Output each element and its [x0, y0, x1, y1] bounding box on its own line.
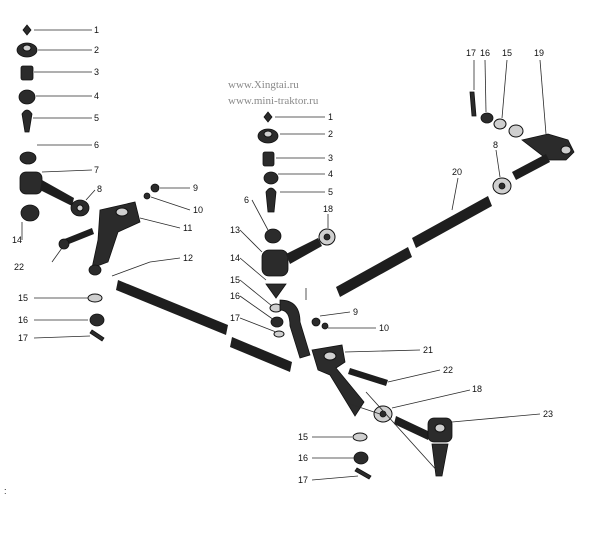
tie-rod-tube-20-b	[336, 247, 412, 297]
center-boot-lower	[265, 283, 287, 299]
right-lower-tie-rod	[373, 405, 453, 477]
left-dust-boot	[19, 151, 37, 165]
callout-center-17b: 17	[298, 475, 308, 485]
callout-right-15: 15	[502, 48, 512, 58]
callout-center-1: 1	[328, 112, 333, 122]
callout-center-3: 3	[328, 153, 333, 163]
left-tie-rod-end	[19, 171, 43, 195]
callout-left-2: 2	[94, 45, 99, 55]
callout-left-5: 5	[94, 113, 99, 123]
watermark-1: www.Xingtai.ru	[228, 79, 299, 91]
callout-left-10: 10	[193, 205, 203, 215]
left-washer-10	[143, 192, 151, 200]
callout-left-15: 15	[18, 293, 28, 303]
callout-center-14: 14	[230, 253, 240, 263]
drag-link-rod-12-b	[230, 337, 292, 372]
callout-center-22: 22	[443, 365, 453, 375]
center-nut-9	[311, 317, 321, 327]
left-washer-15	[87, 293, 103, 303]
callout-left-22: 22	[14, 262, 24, 272]
callout-left-11: 11	[183, 223, 192, 233]
center-bracket	[279, 299, 311, 359]
callout-center-18b: 18	[472, 384, 482, 394]
left-grease-fitting	[22, 24, 32, 36]
center-cotter-pin-17	[354, 467, 372, 480]
left-cotter-pin-17	[89, 329, 105, 342]
callout-left-9: 9	[193, 183, 198, 193]
callout-center-23: 23	[543, 409, 553, 419]
callout-left-14: 14	[12, 235, 22, 245]
callout-left-12: 12	[183, 253, 193, 263]
callout-center-6: 6	[244, 195, 249, 205]
upper-cotter-pin-17	[469, 91, 477, 117]
stray-mark: :	[4, 486, 7, 496]
left-callouts: 1 2 3 4 5 6 7 8 9 10 11 12 14 22 15 16 1…	[12, 25, 203, 343]
callout-center-4: 4	[328, 169, 333, 179]
callout-center-16b: 16	[298, 453, 308, 463]
upper-nut-16	[480, 112, 494, 124]
callout-center-5: 5	[328, 187, 333, 197]
watermark-2: www.mini-traktor.ru	[228, 95, 319, 107]
callout-left-17: 17	[18, 333, 28, 343]
callout-left-7: 7	[94, 165, 99, 175]
center-washer-10	[321, 322, 329, 330]
callout-left-3: 3	[94, 67, 99, 77]
callout-left-4: 4	[94, 91, 99, 101]
left-spring	[20, 65, 34, 81]
left-ball-seat	[18, 89, 36, 105]
left-nut-9	[150, 183, 160, 193]
center-ball-pin	[265, 187, 277, 213]
drag-link-rod-12-a	[116, 280, 228, 335]
center-washer-15	[352, 432, 368, 442]
left-kingpin-stack	[16, 24, 160, 342]
callout-center-21: 21	[423, 345, 433, 355]
left-boot-lower	[20, 204, 40, 222]
right-callouts: 17 16 15 19 8 20	[452, 48, 544, 177]
center-callouts: 1 2 3 4 5 6 13 18 14 15 16 17 9 10 21 22…	[230, 112, 553, 485]
center-dust-boot	[264, 228, 282, 244]
callout-center-18: 18	[323, 204, 333, 214]
callout-center-16: 16	[230, 291, 240, 301]
callout-right-20: 20	[452, 167, 462, 177]
callout-right-8: 8	[493, 140, 498, 150]
center-ball-seat	[263, 171, 279, 185]
callout-right-17: 17	[466, 48, 476, 58]
callout-left-16: 16	[18, 315, 28, 325]
center-tie-rod-end	[261, 249, 289, 277]
tie-rod-tube-20-a	[412, 196, 492, 248]
left-bolt-22	[62, 228, 94, 246]
left-nut-16	[89, 313, 105, 327]
upper-washer-15	[493, 118, 507, 130]
callout-left-1: 1	[94, 25, 99, 35]
callout-center-9: 9	[353, 307, 358, 317]
callout-right-19: 19	[534, 48, 544, 58]
callout-center-15b: 15	[298, 432, 308, 442]
left-ball-pin	[21, 109, 33, 133]
callout-center-17: 17	[230, 313, 240, 323]
callout-center-2: 2	[328, 129, 333, 139]
center-nut-16	[353, 451, 369, 465]
upper-right-tie-rod	[336, 91, 575, 297]
left-steering-arm	[91, 201, 141, 269]
callout-left-6: 6	[94, 140, 99, 150]
callout-center-15: 15	[230, 275, 240, 285]
right-steering-arm-21	[311, 344, 365, 417]
callout-right-16: 16	[480, 48, 490, 58]
callout-left-8: 8	[97, 184, 102, 194]
callout-center-10: 10	[379, 323, 389, 333]
center-bolt-22	[348, 368, 388, 386]
center-spring	[262, 151, 275, 167]
center-kingpin-stack	[257, 111, 388, 480]
callout-center-13: 13	[230, 225, 240, 235]
